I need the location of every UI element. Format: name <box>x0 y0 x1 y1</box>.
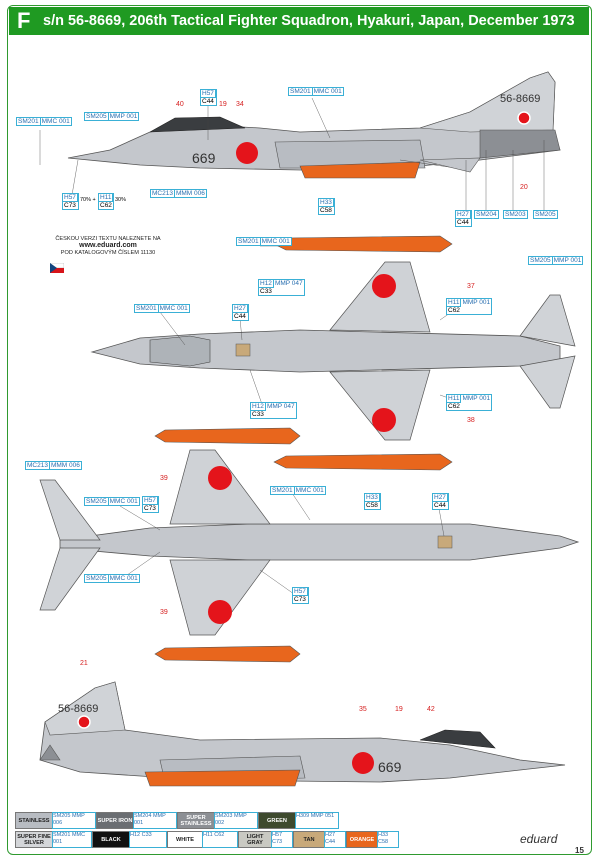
ref-number: 42 <box>427 706 435 713</box>
tail-serial-side: 56-8669 <box>500 93 540 105</box>
ref-number: 37 <box>467 283 475 290</box>
legend-swatch: STAINLESS <box>15 812 53 829</box>
ref-number: 39 <box>160 475 168 482</box>
czech-flag-icon <box>50 263 64 273</box>
bottom-view <box>39 427 580 663</box>
legend-code: SM203 MMP 002 <box>214 812 258 829</box>
side-view-right: 56-8669 669 <box>39 681 566 787</box>
legend-swatch: WHITE <box>167 831 203 848</box>
legend-code: SM204 MMP 001 <box>133 812 177 829</box>
top-view <box>90 235 576 471</box>
legend-swatch: SUPER STAINLESS <box>177 812 215 829</box>
legend-code: H12 C33 <box>129 831 167 848</box>
nose-code-side: 669 <box>192 150 216 166</box>
ref-number: 35 <box>359 706 367 713</box>
tail-serial-right: 56-8669 <box>58 703 98 715</box>
eduard-logo: eduard <box>520 832 558 846</box>
ref-number: 38 <box>467 417 475 424</box>
mix-ratio: 30% <box>115 197 127 203</box>
scheme-letter: F <box>17 8 31 33</box>
legend-swatch: TAN <box>293 831 325 848</box>
ref-number: 21 <box>80 660 88 667</box>
legend-code: H27 C44 <box>324 831 346 848</box>
legend-code: H33 C58 <box>377 831 399 848</box>
language-note: ČESKOU VERZI TEXTU NALEZNETE NA www.edua… <box>48 236 168 256</box>
ref-number: 39 <box>160 609 168 616</box>
legend-swatch: BLACK <box>92 831 130 848</box>
paint-callout: SM205 <box>533 210 558 219</box>
scheme-title: s/n 56-8669, 206th Tactical Fighter Squa… <box>43 13 575 29</box>
paint-callout: SM204 <box>474 210 499 219</box>
ref-number: 19 <box>219 101 227 108</box>
legend-swatch: SUPER FINE SILVER <box>15 831 53 848</box>
ref-number: 19 <box>395 706 403 713</box>
eduard-url[interactable]: www.eduard.com <box>79 241 137 249</box>
side-view-left: 56-8669 669 <box>67 71 561 179</box>
page-number: 15 <box>575 846 584 855</box>
nose-code-right: 669 <box>378 759 402 775</box>
paint-callout: SM203 <box>503 210 528 219</box>
page-header: F s/n 56-8669, 206th Tactical Fighter Sq… <box>9 7 589 35</box>
ref-number: 34 <box>236 101 244 108</box>
mix-ratio: 70% + <box>80 197 96 203</box>
page-frame <box>7 5 592 855</box>
legend-code: SM201 MMC 001 <box>52 831 92 848</box>
legend-code: H57 C73 <box>271 831 293 848</box>
ref-number: 40 <box>176 101 184 108</box>
legend-swatch: LIGHT GRAY <box>238 831 272 848</box>
color-legend: STAINLESS SM205 MMP 006 SUPER IRON SM204… <box>15 812 435 852</box>
legend-code: SM205 MMP 006 <box>52 812 96 829</box>
legend-swatch: SUPER IRON <box>96 812 134 829</box>
ref-number: 20 <box>520 184 528 191</box>
legend-code: H11 C62 <box>202 831 238 848</box>
legend-swatch: GREEN <box>258 812 296 829</box>
legend-swatch: ORANGE <box>346 831 378 848</box>
legend-code: H309 MMP 051 <box>295 812 339 829</box>
